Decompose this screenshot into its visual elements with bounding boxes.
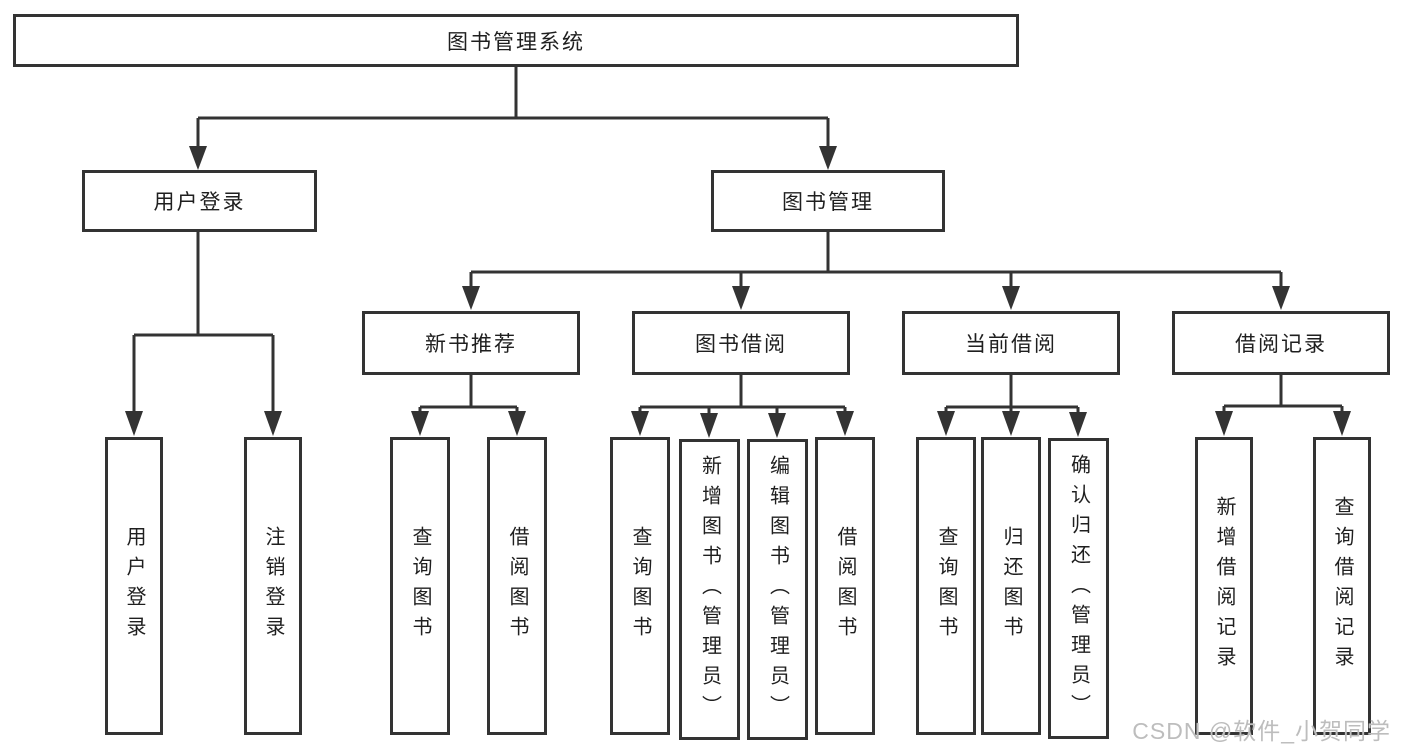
leaf-logout-label: 注销登录 (262, 526, 284, 646)
arrowhead (1002, 286, 1020, 310)
leaf-br-query-record-label: 查询借阅记录 (1331, 496, 1353, 676)
arrowheads (125, 146, 1351, 438)
node-new-book-recommend: 新书推荐 (362, 311, 580, 375)
leaf-bb-borrow-books-label: 借阅图书 (834, 526, 856, 646)
node-user-login: 用户登录 (82, 170, 317, 232)
leaf-user-login-label: 用户登录 (123, 526, 145, 646)
node-book-borrow: 图书借阅 (632, 311, 850, 375)
node-root-label: 图书管理系统 (447, 30, 585, 54)
arrowhead (937, 411, 955, 436)
leaf-br-add-record-label: 新增借阅记录 (1213, 496, 1235, 676)
arrowhead (508, 411, 526, 436)
node-current-borrow: 当前借阅 (902, 311, 1120, 375)
connector-book-borrow-branch (638, 375, 847, 414)
arrowhead (1272, 286, 1290, 310)
leaf-logout: 注销登录 (244, 437, 302, 735)
node-book-management-label: 图书管理 (782, 191, 874, 214)
leaf-cb-return-books-label: 归还图书 (1000, 526, 1022, 646)
arrowhead (836, 411, 854, 436)
leaf-user-login: 用户登录 (105, 437, 163, 735)
node-borrow-records-label: 借阅记录 (1235, 333, 1327, 356)
connector-user-login-branch (132, 232, 275, 412)
node-current-borrow-label: 当前借阅 (965, 333, 1057, 356)
node-book-management: 图书管理 (711, 170, 945, 232)
csdn-watermark: CSDN @软件_小贺同学 (1132, 718, 1391, 744)
leaf-cb-return-books: 归还图书 (981, 437, 1041, 735)
node-book-borrow-label: 图书借阅 (695, 333, 787, 356)
connector-borrow-record-branch (1222, 375, 1344, 412)
node-borrow-records: 借阅记录 (1172, 311, 1390, 375)
arrowhead (462, 286, 480, 310)
connector-current-borrow-branch (944, 375, 1080, 413)
node-new-book-recommend-label: 新书推荐 (425, 333, 517, 356)
leaf-cb-confirm-return-admin-label: 确认归还（管理员） (1067, 453, 1090, 724)
arrowhead (189, 146, 207, 170)
leaf-bb-add-books-admin: 新增图书（管理员） (679, 439, 740, 740)
leaf-bb-query-books-label: 查询图书 (629, 526, 651, 646)
node-root: 图书管理系统 (13, 14, 1019, 67)
arrowhead (819, 146, 837, 170)
arrowhead (631, 411, 649, 436)
leaf-nbr-borrow-books: 借阅图书 (487, 437, 547, 735)
arrowhead (1215, 411, 1233, 436)
leaf-nbr-query-books: 查询图书 (390, 437, 450, 735)
connector-new-book-branch (418, 375, 519, 412)
arrowhead (264, 411, 282, 436)
leaf-br-add-record: 新增借阅记录 (1195, 437, 1253, 735)
connector-book-mgmt-branch (469, 232, 1283, 287)
leaf-br-query-record: 查询借阅记录 (1313, 437, 1371, 735)
leaf-bb-add-books-admin-label: 新增图书（管理员） (698, 454, 721, 725)
arrowhead (700, 413, 718, 438)
leaf-bb-edit-books-admin: 编辑图书（管理员） (747, 439, 808, 740)
leaf-bb-query-books: 查询图书 (610, 437, 670, 735)
leaf-nbr-borrow-books-label: 借阅图书 (506, 526, 528, 646)
arrowhead (1002, 411, 1020, 436)
connector-root-to-level2 (196, 67, 830, 147)
leaf-cb-query-books: 查询图书 (916, 437, 976, 735)
leaf-bb-borrow-books: 借阅图书 (815, 437, 875, 735)
leaf-nbr-query-books-label: 查询图书 (409, 526, 431, 646)
leaf-cb-confirm-return-admin: 确认归还（管理员） (1048, 438, 1109, 739)
arrowhead (768, 413, 786, 438)
node-user-login-label: 用户登录 (153, 191, 246, 214)
arrowhead (125, 411, 143, 436)
leaf-bb-edit-books-admin-label: 编辑图书（管理员） (766, 454, 789, 725)
leaf-cb-query-books-label: 查询图书 (935, 526, 957, 646)
arrowhead (1333, 411, 1351, 436)
arrowhead (411, 411, 429, 436)
arrowhead (1069, 412, 1087, 437)
arrowhead (732, 286, 750, 310)
